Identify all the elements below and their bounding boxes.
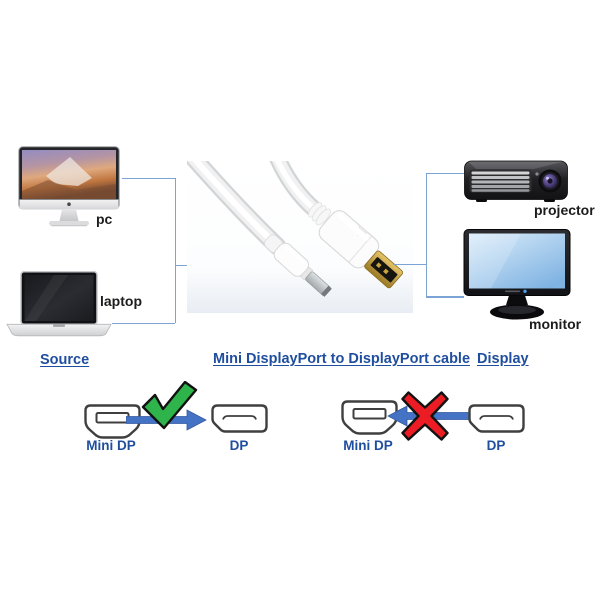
monitor-image bbox=[463, 229, 571, 320]
bracket-line-left-vertical bbox=[175, 178, 177, 323]
mini-dp-plug bbox=[264, 234, 332, 297]
bracket-line-projector bbox=[427, 173, 464, 175]
bracket-line-monitor bbox=[427, 296, 464, 298]
dp-connector-outline bbox=[211, 404, 268, 434]
cross-mark-icon bbox=[401, 391, 449, 441]
dp-plug bbox=[307, 202, 404, 289]
dp-label-incorrect: DP bbox=[486, 438, 506, 453]
bracket-line-cable-to-right bbox=[393, 264, 426, 266]
monitor-label: monitor bbox=[529, 316, 582, 332]
display-heading: Display bbox=[477, 351, 529, 367]
laptop-image bbox=[6, 271, 112, 337]
bracket-line-right-vertical bbox=[426, 173, 428, 298]
dp-label-correct: DP bbox=[229, 438, 249, 453]
check-mark-icon bbox=[141, 381, 198, 430]
bracket-line-pc bbox=[122, 178, 175, 180]
minidp-label-correct: Mini DP bbox=[86, 438, 136, 453]
laptop-label: laptop bbox=[100, 293, 142, 309]
bracket-line-laptop bbox=[112, 322, 175, 324]
pc-label: pc bbox=[96, 211, 113, 227]
dp-connector-outline bbox=[468, 404, 525, 434]
imac-pc-image bbox=[18, 146, 120, 227]
source-heading: Source bbox=[40, 352, 90, 368]
minidp-label-incorrect: Mini DP bbox=[343, 438, 393, 453]
projector-label: projector bbox=[534, 202, 595, 218]
projector-image bbox=[464, 160, 568, 202]
cable-heading: Mini DisplayPort to DisplayPort cable bbox=[213, 351, 471, 367]
cable-photo bbox=[187, 161, 413, 313]
